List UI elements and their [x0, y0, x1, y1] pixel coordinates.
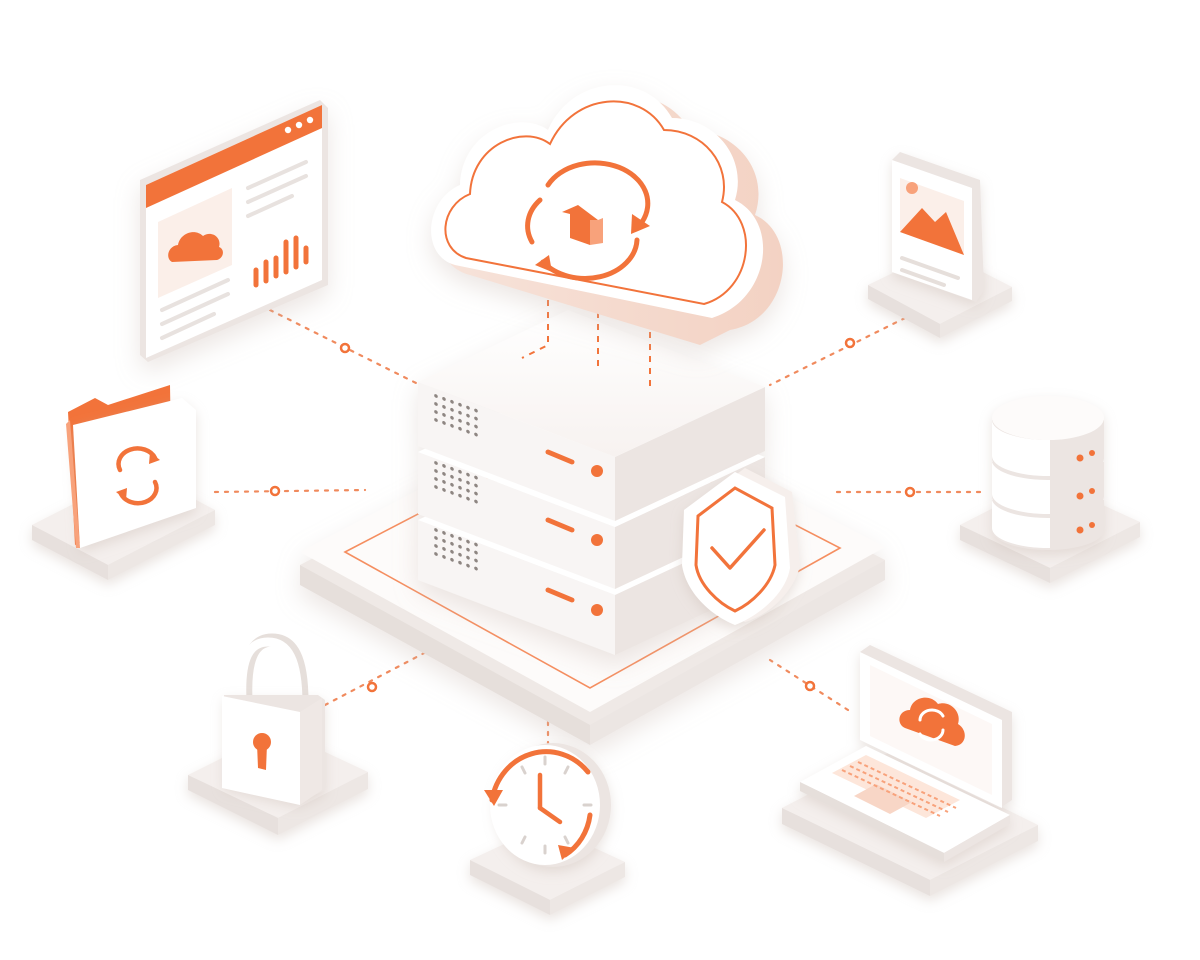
database-leds — [1076, 450, 1095, 534]
connector-node — [269, 485, 281, 497]
security-shield-check-icon — [682, 468, 800, 625]
vent-grid — [434, 528, 478, 571]
dashboard-text-lines — [160, 160, 308, 340]
laptop-cloud-icon — [782, 645, 1038, 896]
vent-grid — [434, 394, 478, 437]
connector-node — [366, 681, 378, 693]
dashboard-title-bar — [146, 105, 322, 208]
upload-arrow-icon — [562, 205, 603, 245]
image-doc-text-lines — [900, 256, 960, 287]
dashboard-bar-chart-icon — [253, 235, 309, 288]
clock-history-arrow — [489, 749, 591, 803]
connector-node — [339, 342, 351, 354]
clock-history-icon — [470, 743, 625, 915]
image-sun-icon — [906, 182, 918, 194]
image-mountain-icon — [900, 208, 964, 255]
image-document-icon — [868, 152, 1012, 338]
folder-sync-icon — [32, 385, 215, 580]
dashboard-cloud-icon — [168, 232, 223, 262]
laptop-cloud-sync-arrows — [918, 708, 945, 742]
connector-lock — [323, 648, 432, 707]
clock-hands — [537, 772, 563, 825]
connector-node — [804, 680, 816, 692]
server-status-leds — [545, 449, 603, 616]
dashboard-window-content — [146, 105, 322, 340]
database-stack-icon — [960, 396, 1140, 583]
cloud-data-lines — [521, 300, 651, 388]
keyhole-icon — [253, 733, 271, 770]
cloud-sync-upload-icon — [431, 85, 783, 345]
connector-nodes — [269, 337, 916, 693]
cloud-sync-arrowheads — [535, 214, 650, 272]
vent-grid — [434, 461, 478, 504]
padlock-icon — [188, 633, 368, 835]
connector-folder — [213, 488, 367, 494]
laptop-cloud-glyph — [899, 697, 965, 746]
connector-node — [904, 486, 916, 498]
cloud-sync-arrows — [525, 160, 651, 281]
connector-node — [844, 337, 856, 349]
connector-image-doc — [768, 316, 907, 387]
server-vent-grids — [434, 394, 478, 571]
clock-ticks — [497, 755, 593, 855]
window-control-dots — [284, 116, 314, 134]
